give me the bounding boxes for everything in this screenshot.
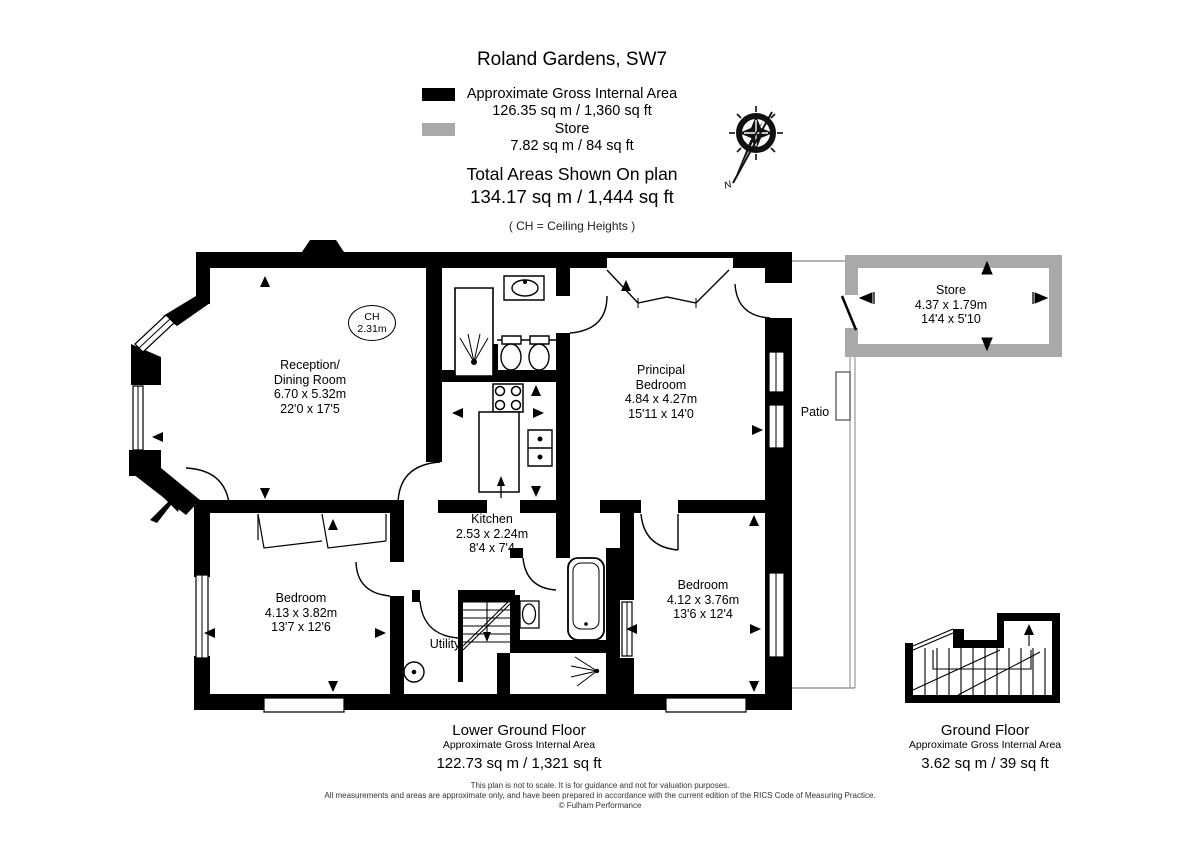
- room-label-bedroom-right: Bedroom 4.12 x 3.76m 13'6 x 12'4: [666, 578, 740, 621]
- shower-icon: [455, 288, 493, 376]
- legend-gia-value: 126.35 sq m / 1,360 sq ft: [492, 103, 652, 119]
- legend-store-label: Store: [554, 121, 590, 137]
- legend-store-value: 7.82 sq m / 84 sq ft: [510, 138, 634, 154]
- total-areas-value: 134.17 sq m / 1,444 sq ft: [470, 186, 674, 207]
- stairs-down-arrow-icon: [483, 632, 491, 642]
- legend-gia-label: Approximate Gross Internal Area: [466, 86, 678, 102]
- caption-ground-floor: Ground Floor Approximate Gross Internal …: [908, 722, 1062, 772]
- sink2-icon: [520, 601, 539, 628]
- sink-icon: [504, 276, 544, 300]
- door-arcs: [186, 284, 770, 638]
- ceiling-heights-note: ( CH = Ceiling Heights ): [508, 219, 636, 233]
- room-label-reception: Reception/ Dining Room 6.70 x 5.32m 22'0…: [273, 358, 347, 416]
- walls-main: [129, 240, 792, 710]
- kitchen-island: [479, 412, 519, 492]
- compass-icon: [729, 106, 783, 183]
- bathtub-icon: [568, 558, 604, 640]
- legend-swatch-store: [422, 123, 455, 136]
- room-label-bedroom-left: Bedroom 4.13 x 3.82m 13'7 x 12'6: [264, 591, 338, 634]
- total-areas-label: Total Areas Shown On plan: [466, 164, 678, 184]
- room-label-utility: Utility: [429, 637, 461, 651]
- page-title: Roland Gardens, SW7: [476, 49, 668, 70]
- washing-machine-icon: [404, 662, 424, 682]
- wardrobe-icon: [258, 514, 386, 548]
- bidet-icon: [529, 336, 549, 370]
- hob-icon: [493, 384, 523, 412]
- disclaimer: This plan is not to scale. It is for gui…: [324, 781, 876, 810]
- store-measure-arrows: [860, 262, 1047, 350]
- ch-value: 2.31m: [357, 323, 387, 335]
- room-label-kitchen: Kitchen 2.53 x 2.24m 8'4 x 7'4: [455, 512, 529, 555]
- ceiling-height-badge: CH 2.31m: [348, 305, 396, 341]
- room-label-store: Store 4.37 x 1.79m 14'4 x 5'10: [914, 283, 988, 326]
- oven-icon: [528, 430, 552, 466]
- store-door-leaf: [842, 296, 856, 330]
- ground-floor-stairs: [905, 613, 1060, 703]
- ch-abbr: CH: [364, 311, 380, 323]
- entrance-arrow-icon: [150, 489, 184, 523]
- measurement-arrows: [152, 276, 763, 692]
- stairs-icon: [463, 600, 510, 650]
- room-label-principal-bedroom: Principal Bedroom 4.84 x 4.27m 15'11 x 1…: [624, 363, 698, 421]
- legend-swatch-gia: [422, 88, 455, 101]
- caption-lower-ground-floor: Lower Ground Floor Approximate Gross Int…: [436, 722, 602, 772]
- room-label-patio: Patio: [800, 405, 830, 419]
- shower2-icon: [571, 657, 600, 686]
- store-walls: [845, 255, 1062, 357]
- stairs-up-arrow-icon: [1024, 624, 1034, 635]
- patio-boundary: [792, 261, 855, 688]
